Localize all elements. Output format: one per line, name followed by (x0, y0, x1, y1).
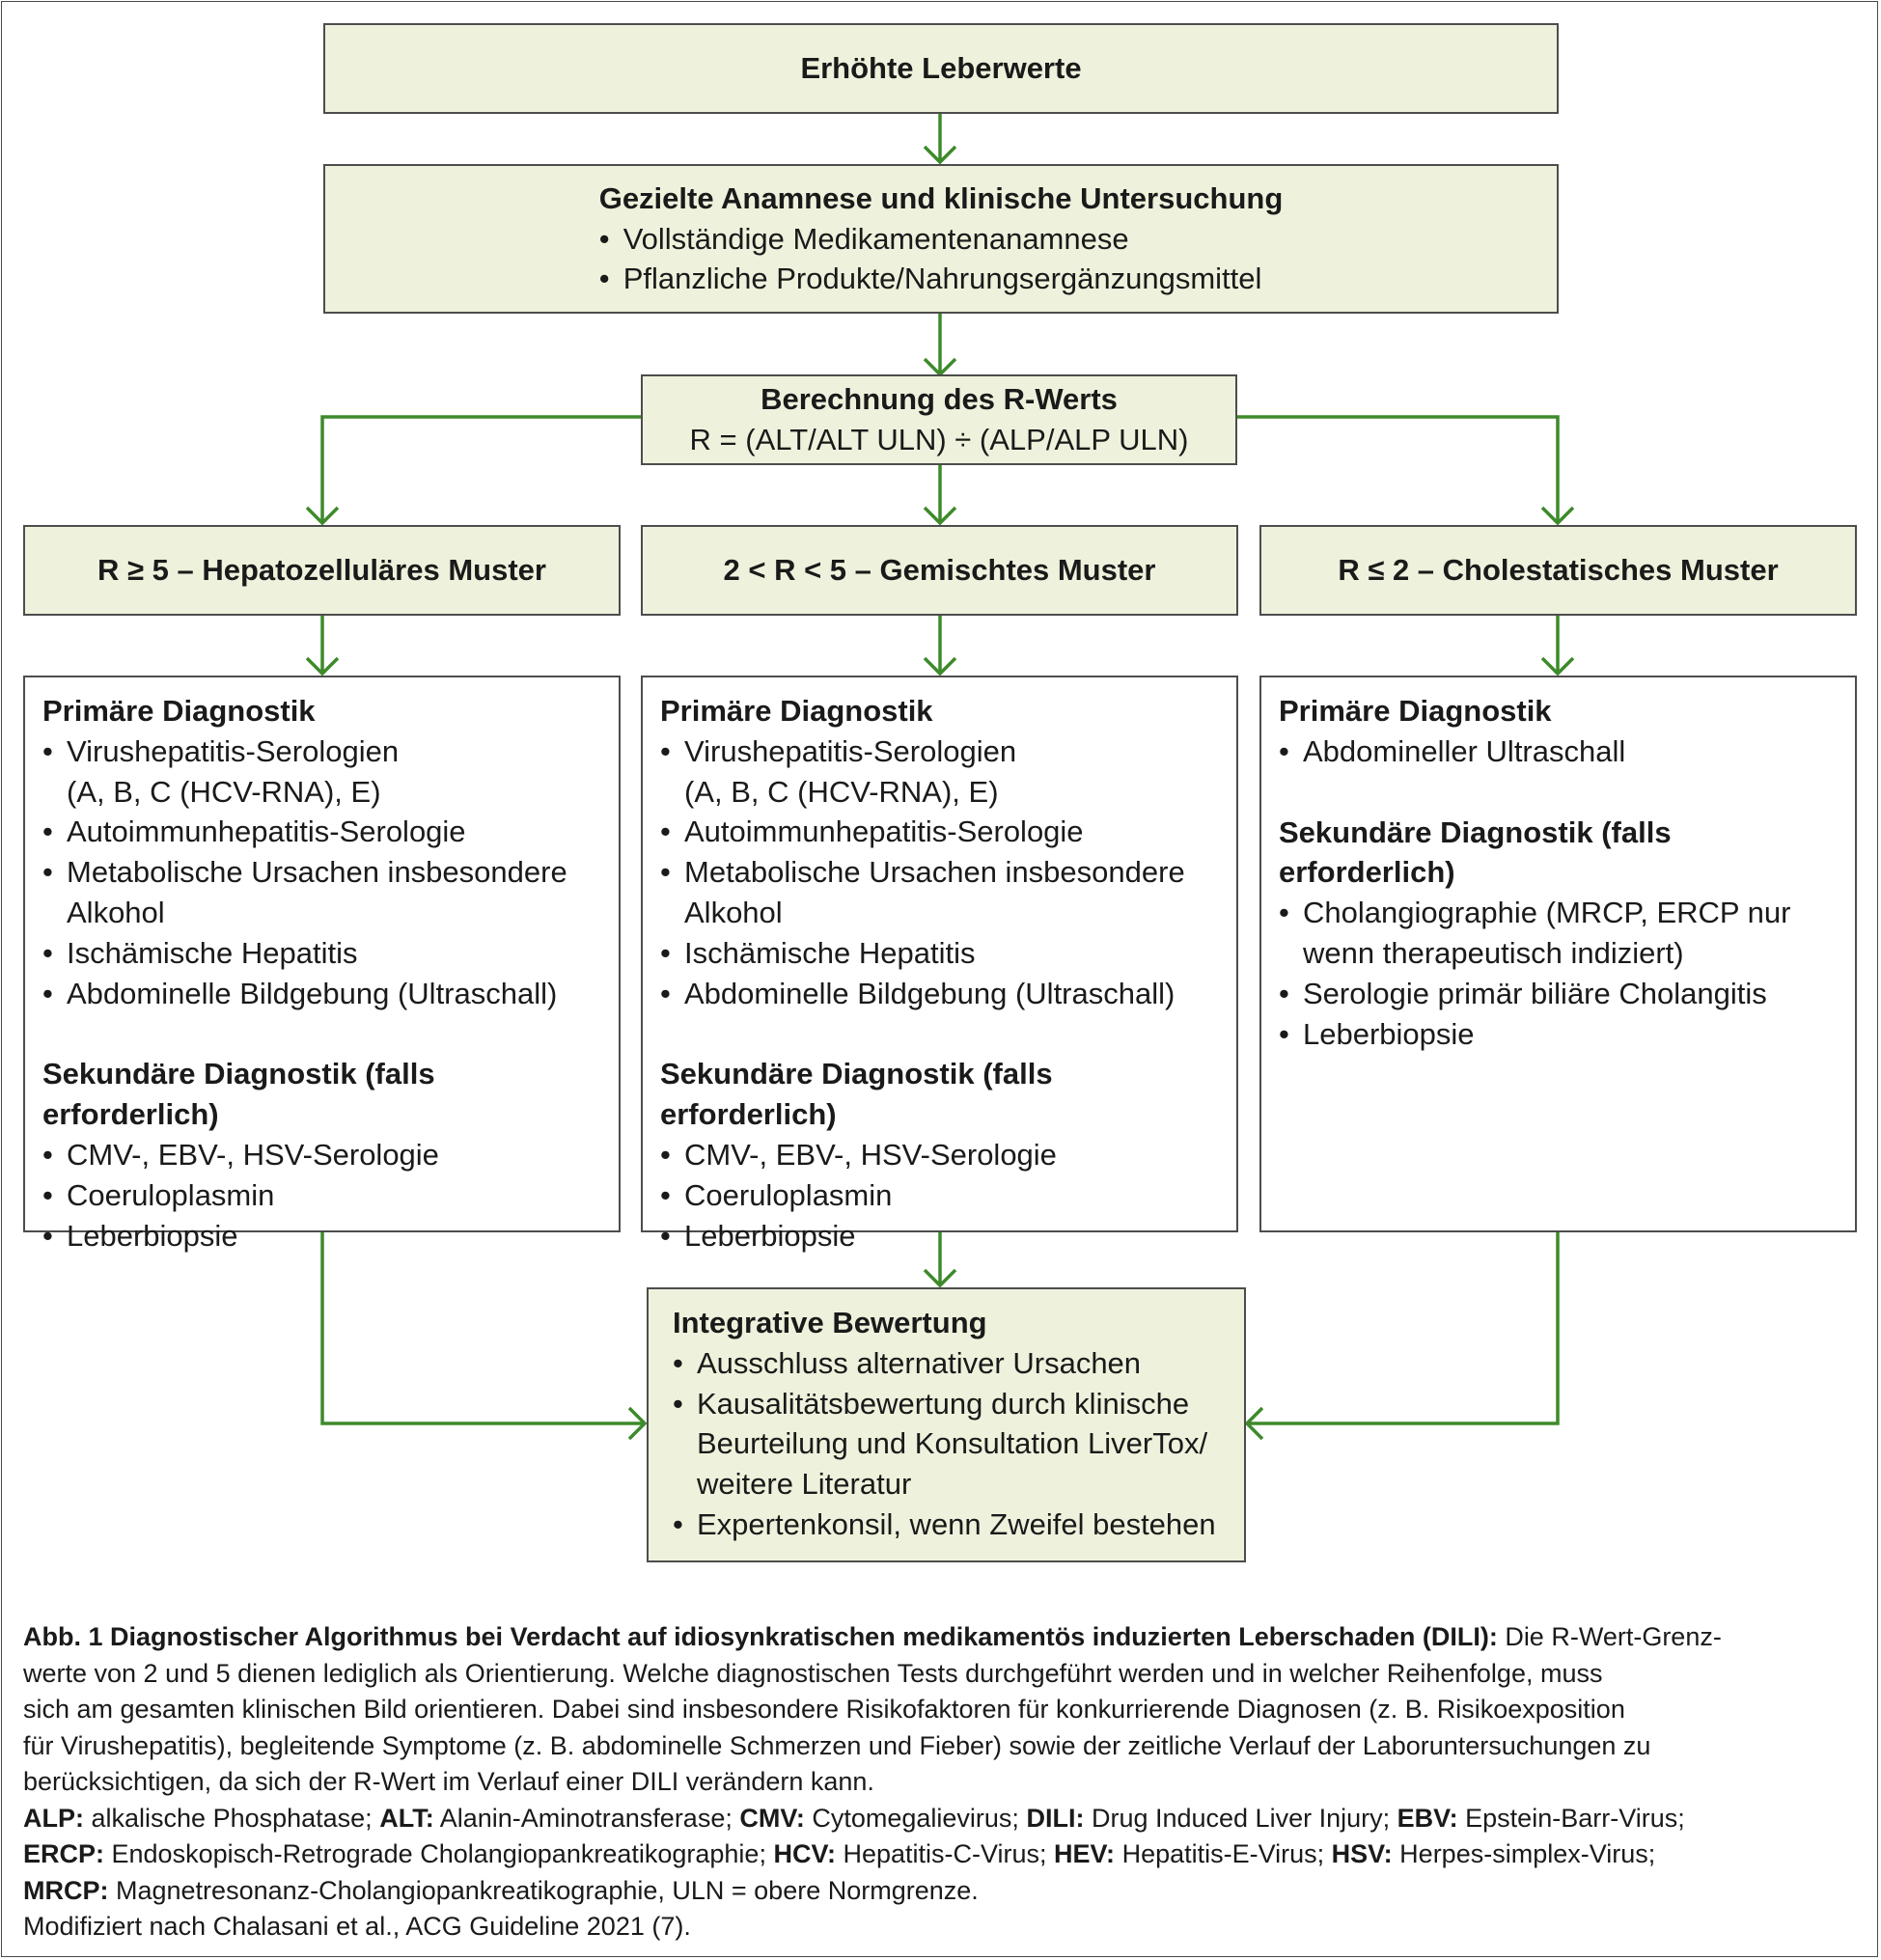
node-diagnostik-gemischt: Primäre Diagnostik Virushepatitis-Serolo… (641, 676, 1238, 1256)
secondary-title: Sekundäre Diagnostik (falls erforderlich… (1279, 814, 1672, 890)
integrative-list: Ausschluss alternativer Ursachen Kausali… (673, 1343, 1227, 1545)
node-title: Erhöhte Leberwerte (800, 51, 1082, 86)
secondary-title: Sekundäre Diagnostik (falls erforderlich… (42, 1057, 435, 1132)
node-pattern-cholestatisch: R ≤ 2 – Cholestatisches Muster (1259, 525, 1857, 616)
r-wert-formula: R = (ALT/ALT ULN) ÷ (ALP/ALP ULN) (689, 423, 1189, 456)
primary-list: Virushepatitis-Serologien(A, B, C (HCV-R… (660, 732, 1219, 1014)
list-item: Ischämische Hepatitis (660, 933, 1219, 974)
node-diagnostik-cholestatisch: Primäre Diagnostik Abdomineller Ultrasch… (1259, 676, 1857, 1232)
abbreviations-line: MRCP: Magnetresonanz-Cholangiopankreatik… (23, 1875, 979, 1905)
list-item: Virushepatitis-Serologien(A, B, C (HCV-R… (42, 732, 601, 813)
node-pattern-hepatozellulaer: R ≥ 5 – Hepatozelluläres Muster (23, 525, 621, 616)
node-pattern-gemischt: 2 < R < 5 – Gemischtes Muster (641, 525, 1238, 616)
anamnese-list: Vollständige Medikamentenanamnese Pflanz… (599, 219, 1284, 300)
node-anamnese: Gezielte Anamnese und klinische Untersuc… (323, 164, 1559, 314)
secondary-title: Sekundäre Diagnostik (falls erforderlich… (660, 1057, 1053, 1132)
caption-text: Abb. 1 Diagnostischer Algorithmus bei Ve… (23, 1622, 1722, 1651)
list-item: Virushepatitis-Serologien(A, B, C (HCV-R… (660, 732, 1219, 813)
primary-list: Virushepatitis-Serologien(A, B, C (HCV-R… (42, 732, 601, 1014)
caption-title: Abb. 1 Diagnostischer Algorithmus bei Ve… (23, 1622, 1498, 1651)
list-item: Serologie primär biliäre Cholangitis (1279, 974, 1838, 1014)
list-item: Coeruloplasmin (42, 1175, 601, 1216)
list-item: Expertenkonsil, wenn Zweifel bestehen (673, 1505, 1227, 1545)
list-item: Leberbiopsie (1279, 1014, 1838, 1055)
node-r-wert: Berechnung des R-Werts R = (ALT/ALT ULN)… (641, 374, 1237, 465)
caption-source: Modifiziert nach Chalasani et al., ACG G… (23, 1912, 691, 1941)
primary-title: Primäre Diagnostik (1279, 694, 1552, 728)
primary-title: Primäre Diagnostik (660, 694, 933, 728)
abbreviations-line: ERCP: Endoskopisch-Retrograde Cholangiop… (23, 1839, 1656, 1868)
pattern-label: 2 < R < 5 – Gemischtes Muster (723, 553, 1156, 588)
list-item: CMV-, EBV-, HSV-Serologie (42, 1135, 601, 1175)
node-title: Berechnung des R-Werts (761, 382, 1118, 417)
secondary-list: CMV-, EBV-, HSV-Serologie Coeruloplasmin… (42, 1135, 601, 1256)
secondary-list: CMV-, EBV-, HSV-Serologie Coeruloplasmin… (660, 1135, 1219, 1256)
list-item: Metabolische Ursachen insbesondereAlkoho… (42, 852, 601, 933)
node-title: Integrative Bewertung (673, 1306, 987, 1339)
caption-line: berücksichtigen, da sich der R-Wert im V… (23, 1767, 874, 1796)
list-item: Ausschluss alternativer Ursachen (673, 1343, 1227, 1384)
list-item: CMV-, EBV-, HSV-Serologie (660, 1135, 1219, 1175)
caption-line: für Virushepatitis), begleitende Symptom… (23, 1730, 1651, 1760)
primary-title: Primäre Diagnostik (42, 694, 316, 728)
figure-caption: Abb. 1 Diagnostischer Algorithmus bei Ve… (23, 1619, 1862, 1946)
list-item: Leberbiopsie (42, 1216, 601, 1256)
caption-line: werte von 2 und 5 dienen lediglich als O… (23, 1658, 1603, 1688)
list-item: Coeruloplasmin (660, 1175, 1219, 1216)
abbreviations-line: ALP: alkalische Phosphatase; ALT: Alanin… (23, 1803, 1685, 1833)
node-erhoehte-leberwerte: Erhöhte Leberwerte (323, 23, 1559, 114)
list-item: Abdominelle Bildgebung (Ultraschall) (42, 974, 601, 1014)
pattern-label: R ≤ 2 – Cholestatisches Muster (1338, 553, 1779, 588)
list-item: Autoimmunhepatitis-Serologie (42, 812, 601, 852)
node-diagnostik-hepatozellulaer: Primäre Diagnostik Virushepatitis-Serolo… (23, 676, 621, 1256)
list-item: Pflanzliche Produkte/Nahrungsergänzungsm… (599, 259, 1284, 299)
node-title: Gezielte Anamnese und klinische Untersuc… (598, 180, 1284, 215)
list-item: Ischämische Hepatitis (42, 933, 601, 974)
list-item: Abdomineller Ultraschall (1279, 732, 1838, 772)
list-item: Abdominelle Bildgebung (Ultraschall) (660, 974, 1219, 1014)
list-item: Kausalitätsbewertung durch klinischeBeur… (673, 1384, 1227, 1505)
list-item: Vollständige Medikamentenanamnese (599, 219, 1284, 260)
list-item: Autoimmunhepatitis-Serologie (660, 812, 1219, 852)
list-item: Leberbiopsie (660, 1216, 1219, 1256)
node-integrative-bewertung: Integrative Bewertung Ausschluss alterna… (647, 1287, 1246, 1562)
caption-line: sich am gesamten klinischen Bild orienti… (23, 1695, 1625, 1724)
pattern-label: R ≥ 5 – Hepatozelluläres Muster (97, 553, 546, 588)
list-item: Metabolische Ursachen insbesondereAlkoho… (660, 852, 1219, 933)
primary-list: Abdomineller Ultraschall (1279, 732, 1838, 772)
